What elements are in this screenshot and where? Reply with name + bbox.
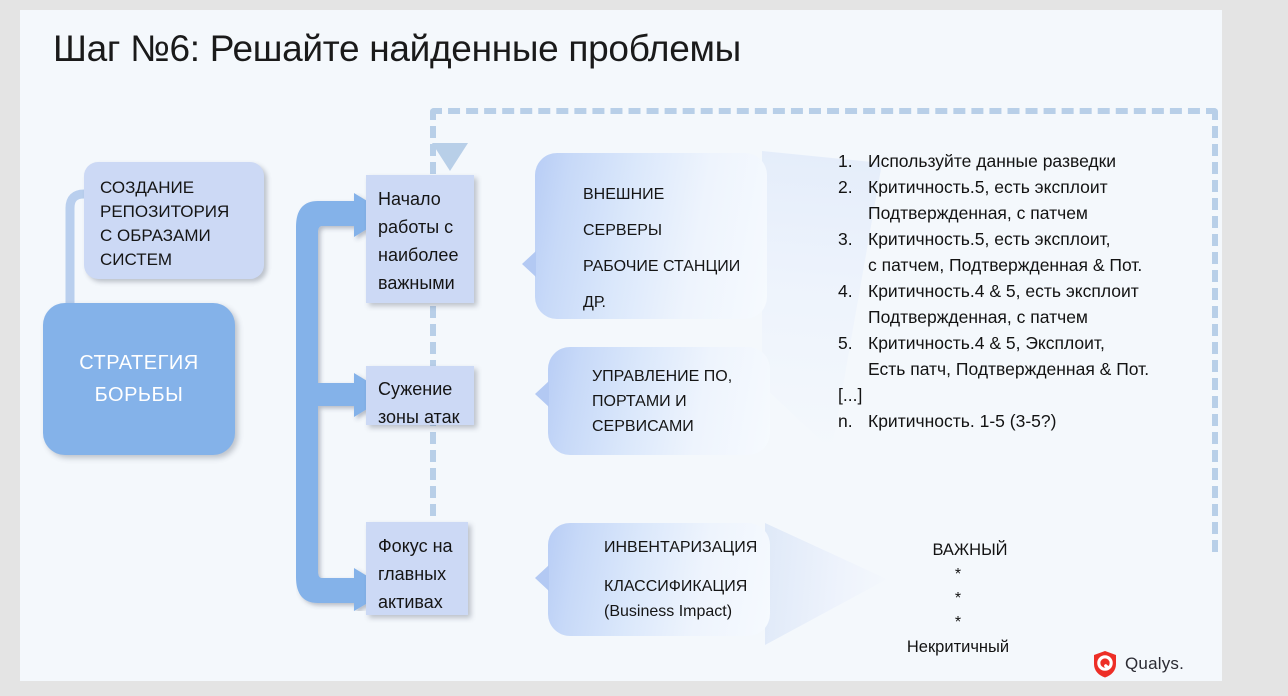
stage1-line-2: работы с <box>378 217 454 237</box>
list-item: n. Критичность. 1-5 (3-5?) <box>838 408 1222 434</box>
stage1-line-3: наиболее <box>378 245 459 265</box>
list-item-text: Используйте данные разведки <box>868 151 1117 171</box>
stage1-line-1: Начало <box>378 189 441 209</box>
callout-inventory-classification: ИНВЕНТАРИЗАЦИЯ КЛАССИФИКАЦИЯ (Business I… <box>535 523 770 636</box>
list-item-text: Критичность. 1-5 (3-5?) <box>868 411 1057 431</box>
list-item-text: Подтвержденная, с патчем <box>868 203 1088 223</box>
repository-line-2: РЕПОЗИТОРИЯ <box>100 202 230 221</box>
list-item-ellipsis: [...] <box>838 382 1222 408</box>
list-item-number: 5. <box>838 333 853 353</box>
list-item-continuation: с патчем, Подтвержденная & Пот. <box>838 252 1222 278</box>
stage-box-start-with-important: Начало работы с наиболее важными <box>366 175 474 303</box>
callout-pointer-2 <box>535 381 549 407</box>
callout2-line-3: СЕРВИСАМИ <box>592 418 694 435</box>
slide: Шаг №6: Решайте найденные проблемы <box>20 10 1222 681</box>
list-item-number: 2. <box>838 177 853 197</box>
list-item: 4. Критичность.4 & 5, есть эксплоит <box>838 278 1222 304</box>
callout3-line-2: КЛАССИФИКАЦИЯ <box>604 578 748 595</box>
list-item-continuation: Подтвержденная, с патчем <box>838 304 1222 330</box>
list-item-text: Критичность.4 & 5, Эксплоит, <box>868 333 1105 353</box>
list-item-number: 4. <box>838 281 853 301</box>
callout3-line-3: (Business Impact) <box>604 603 733 620</box>
page-title: Шаг №6: Решайте найденные проблемы <box>53 28 741 69</box>
stage3-line-3: активах <box>378 592 443 612</box>
callout3-spacer <box>604 560 770 574</box>
priority-scale: ВАЖНЫЙ * * * Некритичный <box>858 538 1058 660</box>
callout-3-text: ИНВЕНТАРИЗАЦИЯ КЛАССИФИКАЦИЯ (Business I… <box>548 523 770 624</box>
callout1-line-4: ДР. <box>583 294 606 311</box>
callout2-line-2: ПОРТАМИ И <box>592 393 687 410</box>
list-item: 1. Используйте данные разведки <box>838 148 1222 174</box>
callout-software-port-management: УПРАВЛЕНИЕ ПО, ПОРТАМИ И СЕРВИСАМИ <box>535 347 770 455</box>
feedback-loop-arrowhead-icon <box>432 143 468 171</box>
list-item-number: 3. <box>838 229 853 249</box>
repository-box: СОЗДАНИЕ РЕПОЗИТОРИЯ С ОБРАЗАМИ СИСТЕМ <box>84 162 264 279</box>
qualys-wordmark: Qualys. <box>1125 654 1185 673</box>
list-item-number: [...] <box>838 385 863 405</box>
repository-line-4: СИСТЕМ <box>100 250 173 269</box>
list-item-text: Критичность.5, есть эксплоит, <box>868 229 1111 249</box>
list-item: 3. Критичность.5, есть эксплоит, <box>838 226 1222 252</box>
strategy-line-1: СТРАТЕГИЯ <box>79 352 199 374</box>
list-item-text: Подтвержденная, с патчем <box>868 307 1088 327</box>
feedback-loop-dashed-path <box>430 108 1218 552</box>
callout1-line-1: ВНЕШНИЕ <box>583 186 665 203</box>
priority-scale-star: * <box>954 566 962 583</box>
callout-1-text: ВНЕШНИЕ СЕРВЕРЫ РАБОЧИЕ СТАНЦИИ ДР. <box>535 153 767 321</box>
priority-scale-star: * <box>954 590 962 607</box>
callout2-line-1: УПРАВЛЕНИЕ ПО, <box>592 368 733 385</box>
stage3-line-2: главных <box>378 564 447 584</box>
stage2-line-1: Сужение <box>378 379 453 399</box>
list-item-continuation: Подтвержденная, с патчем <box>838 200 1222 226</box>
repository-line-1: СОЗДАНИЕ <box>100 178 195 197</box>
list-item-continuation: Есть патч, Подтвержденная & Пот. <box>838 356 1222 382</box>
priority-list: 1. Используйте данные разведки 2. Критич… <box>838 148 1222 434</box>
repository-line-3: С ОБРАЗАМИ <box>100 226 211 245</box>
callout-2-text: УПРАВЛЕНИЕ ПО, ПОРТАМИ И СЕРВИСАМИ <box>548 347 770 439</box>
list-item-text: Есть патч, Подтвержденная & Пот. <box>868 359 1150 379</box>
strategy-box: СТРАТЕГИЯ БОРЬБЫ <box>43 303 235 455</box>
priority-scale-star: * <box>954 614 962 631</box>
strategy-line-2: БОРЬБЫ <box>94 384 184 406</box>
list-item: 5. Критичность.4 & 5, Эксплоит, <box>838 330 1222 356</box>
list-item: 2. Критичность.5, есть эксплоит <box>838 174 1222 200</box>
list-item-number: n. <box>838 411 853 431</box>
qualys-shield-icon <box>1094 651 1116 678</box>
list-item-text: Критичность.5, есть эксплоит <box>868 177 1108 197</box>
stage-box-reduce-attack-surface: Сужение зоны атак <box>366 366 474 427</box>
callout-external-assets: ВНЕШНИЕ СЕРВЕРЫ РАБОЧИЕ СТАНЦИИ ДР. <box>522 153 767 321</box>
list-item-text: Критичность.4 & 5, есть эксплоит <box>868 281 1139 301</box>
stage-box-focus-key-assets: Фокус на главных активах <box>366 522 468 615</box>
callout-pointer-3 <box>535 565 549 591</box>
priority-scale-bottom-label: Некритичный <box>906 638 1010 656</box>
callout-pointer-1 <box>522 251 536 277</box>
stage3-line-1: Фокус на <box>378 536 453 556</box>
stage2-line-2: зоны атак <box>378 407 460 427</box>
callout3-line-1: ИНВЕНТАРИЗАЦИЯ <box>604 539 758 556</box>
qualys-logo: Qualys. <box>1092 650 1184 678</box>
list-item-number: 1. <box>838 151 853 171</box>
stage1-line-4: важными <box>378 273 455 293</box>
callout1-line-3: РАБОЧИЕ СТАНЦИИ <box>583 258 741 275</box>
priority-scale-top-label: ВАЖНЫЙ <box>932 541 1008 559</box>
list-item-text <box>868 382 1222 408</box>
callout1-line-2: СЕРВЕРЫ <box>583 222 663 239</box>
list-item-text: с патчем, Подтвержденная & Пот. <box>868 255 1143 275</box>
